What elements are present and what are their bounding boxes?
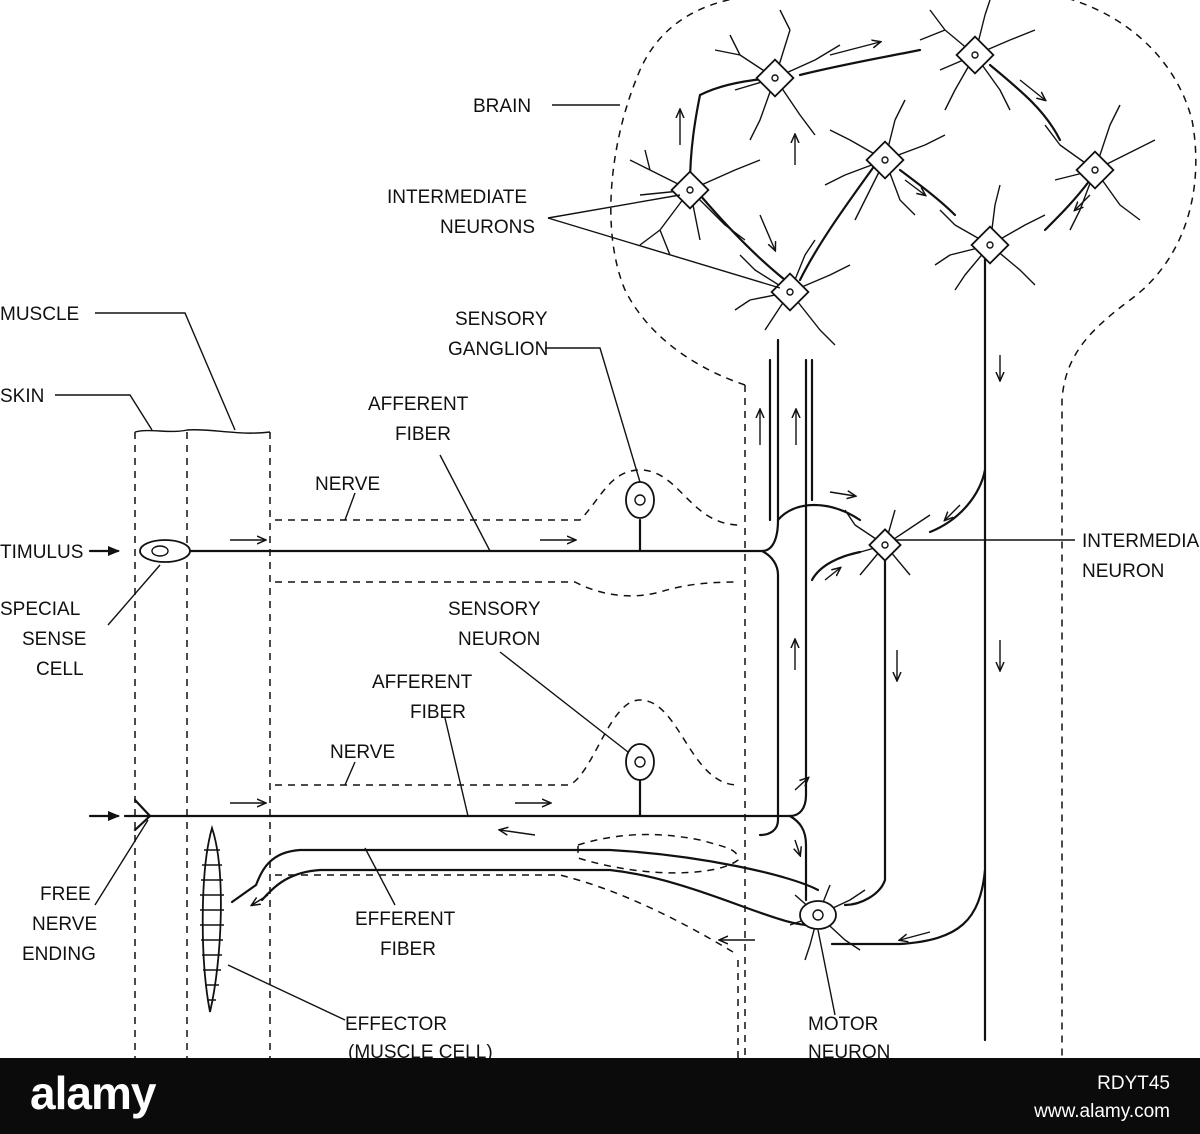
label-skin: SKIN bbox=[0, 386, 44, 407]
svg-text:SENSORY: SENSORY bbox=[448, 599, 541, 620]
descending-to-motor bbox=[830, 868, 987, 946]
svg-text:NERVE: NERVE bbox=[330, 742, 395, 763]
svg-text:MUSCLE: MUSCLE bbox=[0, 304, 79, 325]
svg-text:EFFERENT: EFFERENT bbox=[355, 909, 456, 930]
brain-neuron-2 bbox=[714, 9, 841, 141]
svg-text:AFFERENT: AFFERENT bbox=[368, 394, 469, 415]
site-url: www.alamy.com bbox=[1034, 1101, 1170, 1122]
descending-branch bbox=[928, 468, 987, 534]
brain-link-5 bbox=[898, 168, 957, 217]
watermark-bar: alamy RDYT45 www.alamy.com bbox=[0, 1058, 1200, 1134]
brain-neuron-6 bbox=[934, 184, 1046, 291]
skin-surface bbox=[134, 428, 271, 434]
nerve-sheath-top bbox=[275, 469, 741, 597]
brain-neuron-4 bbox=[1044, 104, 1156, 231]
sensory-neuron-cell-bottom bbox=[625, 743, 655, 781]
nerve-sheath-bottom bbox=[275, 699, 739, 956]
label-motor-neuron: MOTOR NEURON bbox=[808, 1014, 890, 1058]
effector-muscle-cell bbox=[200, 824, 224, 1013]
svg-text:TIMULUS: TIMULUS bbox=[0, 542, 83, 563]
afferent-to-intermediate bbox=[776, 503, 862, 522]
svg-text:INTERMEDIA: INTERMEDIA bbox=[1082, 531, 1200, 552]
sensory-ganglion-cell-top bbox=[625, 481, 655, 519]
brain-outline bbox=[610, 0, 1197, 1058]
label-afferent-fiber-bottom: AFFERENT FIBER bbox=[372, 672, 473, 723]
label-effector: EFFECTOR (MUSCLE CELL) bbox=[345, 1014, 493, 1058]
afferent-fiber-bottom-down bbox=[788, 814, 808, 902]
svg-text:FIBER: FIBER bbox=[380, 939, 436, 960]
brain-link-1 bbox=[688, 76, 777, 187]
svg-text:SENSE: SENSE bbox=[22, 629, 86, 650]
svg-text:MOTOR: MOTOR bbox=[808, 1014, 878, 1035]
label-special-sense-cell: SPECIAL SENSE CELL bbox=[0, 599, 86, 680]
nervous-pathway-diagram: BRAIN INTERMEDIATE NEURONS MUSCLE SKIN S… bbox=[0, 0, 1200, 1058]
brain-link-6 bbox=[698, 193, 787, 282]
brain-link-3 bbox=[988, 63, 1062, 142]
svg-text:SPECIAL: SPECIAL bbox=[0, 599, 80, 620]
brain-link-7 bbox=[798, 163, 877, 282]
svg-text:NEURON: NEURON bbox=[458, 629, 540, 650]
alamy-logo: alamy bbox=[30, 1067, 156, 1119]
svg-text:CELL: CELL bbox=[36, 659, 84, 680]
brain-link-4 bbox=[1043, 178, 1092, 232]
brain-neuron-1 bbox=[629, 149, 761, 256]
svg-text:GANGLION: GANGLION bbox=[448, 339, 548, 360]
label-intermediate-neurons: INTERMEDIATE NEURONS bbox=[387, 187, 535, 238]
label-nerve-bottom: NERVE bbox=[330, 742, 395, 763]
svg-text:FIBER: FIBER bbox=[410, 702, 466, 723]
brain-neuron-5 bbox=[824, 99, 946, 221]
label-brain: BRAIN bbox=[473, 96, 531, 117]
label-muscle: MUSCLE bbox=[0, 304, 79, 325]
label-efferent-fiber: EFFERENT FIBER bbox=[355, 909, 456, 960]
image-code: RDYT45 bbox=[1097, 1073, 1170, 1094]
label-nerve-top: NERVE bbox=[315, 474, 380, 495]
svg-text:NERVE: NERVE bbox=[315, 474, 380, 495]
svg-text:NERVE: NERVE bbox=[32, 914, 97, 935]
image-reference: RDYT45 www.alamy.com bbox=[1034, 1070, 1170, 1126]
flow-arrows bbox=[88, 42, 1091, 940]
intermediate-to-motor bbox=[843, 558, 887, 907]
afferent-fiber-bottom bbox=[148, 358, 808, 818]
svg-text:SENSORY: SENSORY bbox=[455, 309, 548, 330]
motor-neuron-cell bbox=[789, 884, 866, 961]
efferent-fiber-lower bbox=[260, 868, 820, 927]
svg-text:NEURONS: NEURONS bbox=[440, 217, 535, 238]
free-nerve-ending-shape bbox=[123, 798, 152, 832]
afferent-bottom-to-intermediate bbox=[810, 550, 862, 582]
svg-text:AFFERENT: AFFERENT bbox=[372, 672, 473, 693]
label-stimulus: TIMULUS bbox=[0, 542, 83, 563]
svg-text:BRAIN: BRAIN bbox=[473, 96, 531, 117]
afferent-fiber-top-lower bbox=[758, 549, 780, 837]
special-sense-cell bbox=[139, 539, 191, 563]
brain-neuron-3 bbox=[919, 0, 1036, 111]
label-free-nerve-ending: FREE NERVE ENDING bbox=[22, 884, 97, 965]
svg-text:(MUSCLE CELL): (MUSCLE CELL) bbox=[348, 1042, 493, 1058]
svg-text:FREE: FREE bbox=[40, 884, 91, 905]
label-intermediate-neuron: INTERMEDIA NEURON bbox=[1082, 531, 1200, 582]
brain-neuron-7-intermediate bbox=[734, 239, 851, 346]
label-sensory-neuron: SENSORY NEURON bbox=[448, 599, 541, 650]
svg-text:NEURON: NEURON bbox=[808, 1042, 890, 1058]
svg-text:NEURON: NEURON bbox=[1082, 561, 1164, 582]
svg-text:INTERMEDIATE: INTERMEDIATE bbox=[387, 187, 527, 208]
efferent-fiber bbox=[230, 848, 820, 904]
label-sensory-ganglion: SENSORY GANGLION bbox=[448, 309, 548, 360]
svg-text:EFFECTOR: EFFECTOR bbox=[345, 1014, 447, 1035]
ascending-tract bbox=[768, 358, 814, 522]
brain-link-2 bbox=[798, 48, 922, 77]
svg-text:FIBER: FIBER bbox=[395, 424, 451, 445]
label-afferent-fiber-top: AFFERENT FIBER bbox=[368, 394, 469, 445]
spinal-intermediate-neuron bbox=[844, 509, 931, 576]
svg-text:SKIN: SKIN bbox=[0, 386, 44, 407]
svg-text:ENDING: ENDING bbox=[22, 944, 96, 965]
leader-lines bbox=[55, 104, 1075, 1021]
